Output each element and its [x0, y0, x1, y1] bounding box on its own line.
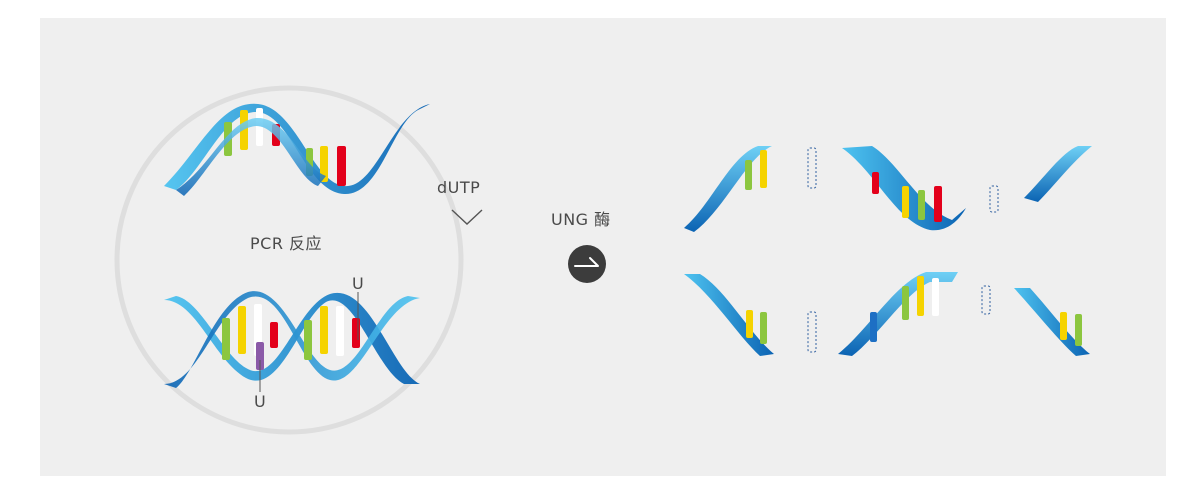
pcr-reaction-circle [114, 85, 464, 435]
fragment-bottom-3 [1014, 288, 1090, 356]
fragment-top-1 [684, 146, 772, 232]
fragment-top-3 [1024, 146, 1092, 202]
fragment-bottom-1 [684, 274, 774, 356]
base-pair [256, 108, 263, 146]
helix-bottom-strand-a [164, 292, 420, 384]
base-pair-uracil [256, 342, 264, 370]
base-pair [337, 146, 346, 186]
base-pair [304, 320, 312, 360]
base-pair [240, 110, 248, 150]
cleaved-site-outline [981, 285, 991, 315]
chevron-down-icon [451, 209, 483, 225]
base-pair [320, 146, 328, 182]
cleaved-site-outline [989, 185, 999, 213]
pcr-reaction-label: PCR 反应 [250, 234, 323, 253]
cleaved-site-outline [807, 147, 817, 189]
cleaved-site-outline [807, 311, 817, 353]
base-pair [238, 306, 246, 354]
helix-top-backbone-front [176, 117, 326, 196]
u-marker-upper: U [352, 274, 365, 293]
dna-helix-top [164, 103, 430, 196]
fragment-bottom-2 [838, 272, 958, 356]
base-pair [320, 306, 328, 354]
base-pair [352, 318, 360, 348]
arrow-right-icon[interactable] [568, 245, 606, 283]
fragment-top-2 [842, 146, 966, 231]
base-pair [270, 322, 278, 348]
helix-bottom-strand-b [164, 291, 420, 388]
ung-enzyme-label: UNG 酶 [551, 210, 611, 229]
dna-helix-bottom [164, 291, 420, 392]
base-pair [336, 306, 344, 356]
u-marker-lower: U [254, 392, 267, 411]
dutp-label: dUTP [437, 178, 481, 197]
diagram-panel [40, 18, 1166, 476]
base-pair [222, 318, 230, 360]
